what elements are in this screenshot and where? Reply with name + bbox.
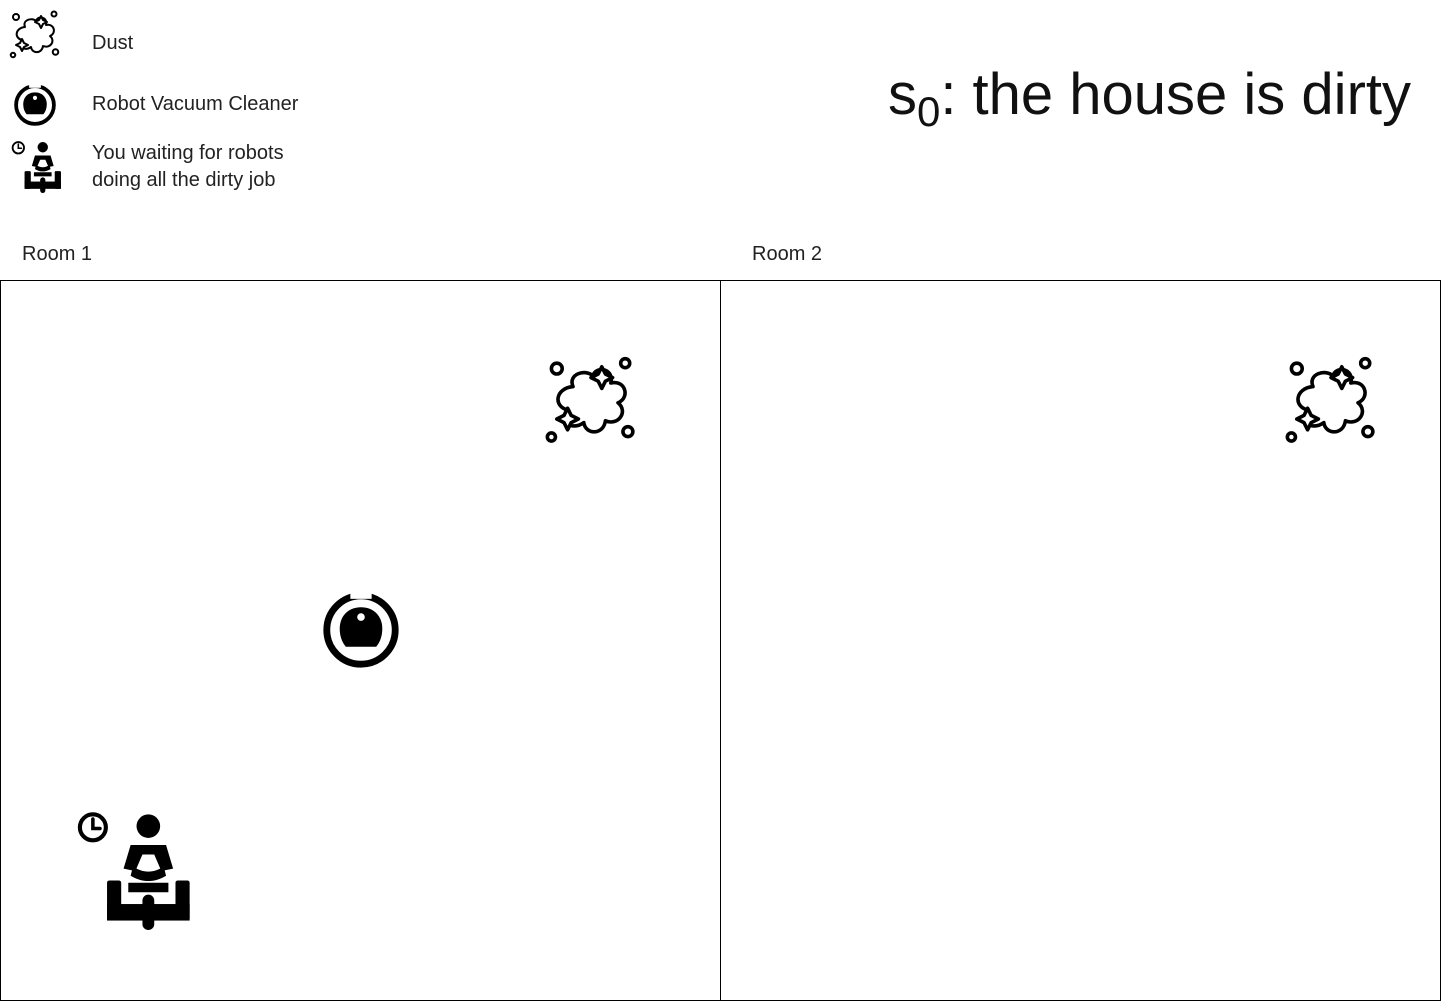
robot-vacuum-icon [322,592,400,668]
legend-label-robot-vacuum: Robot Vacuum Cleaner [92,93,299,115]
state-title-prefix: s [887,62,917,127]
dust-icon [1283,356,1379,446]
room-2-label: Room 2 [752,243,823,265]
legend-label-person-line2: doing all the dirty job [92,169,276,191]
legend-label-person-line1: You waiting for robots [92,142,284,164]
state-title-text: : the house is dirty [940,62,1411,127]
state-title-subscript: 0 [916,88,941,135]
person-waiting-icon [71,812,195,930]
state-title: s0: the house is dirty [887,62,1411,133]
legend-label-dust: Dust [92,32,134,54]
room-1 [0,280,721,1001]
legend-person-waiting-icon [10,140,62,194]
room-1-label: Room 1 [22,243,93,265]
legend-robot-vacuum-icon [14,84,56,126]
room-2 [720,280,1441,1001]
legend-label-person-waiting: You waiting for robots doing all the dir… [92,140,284,194]
dust-icon [543,356,639,446]
legend-dust-icon [8,10,62,60]
